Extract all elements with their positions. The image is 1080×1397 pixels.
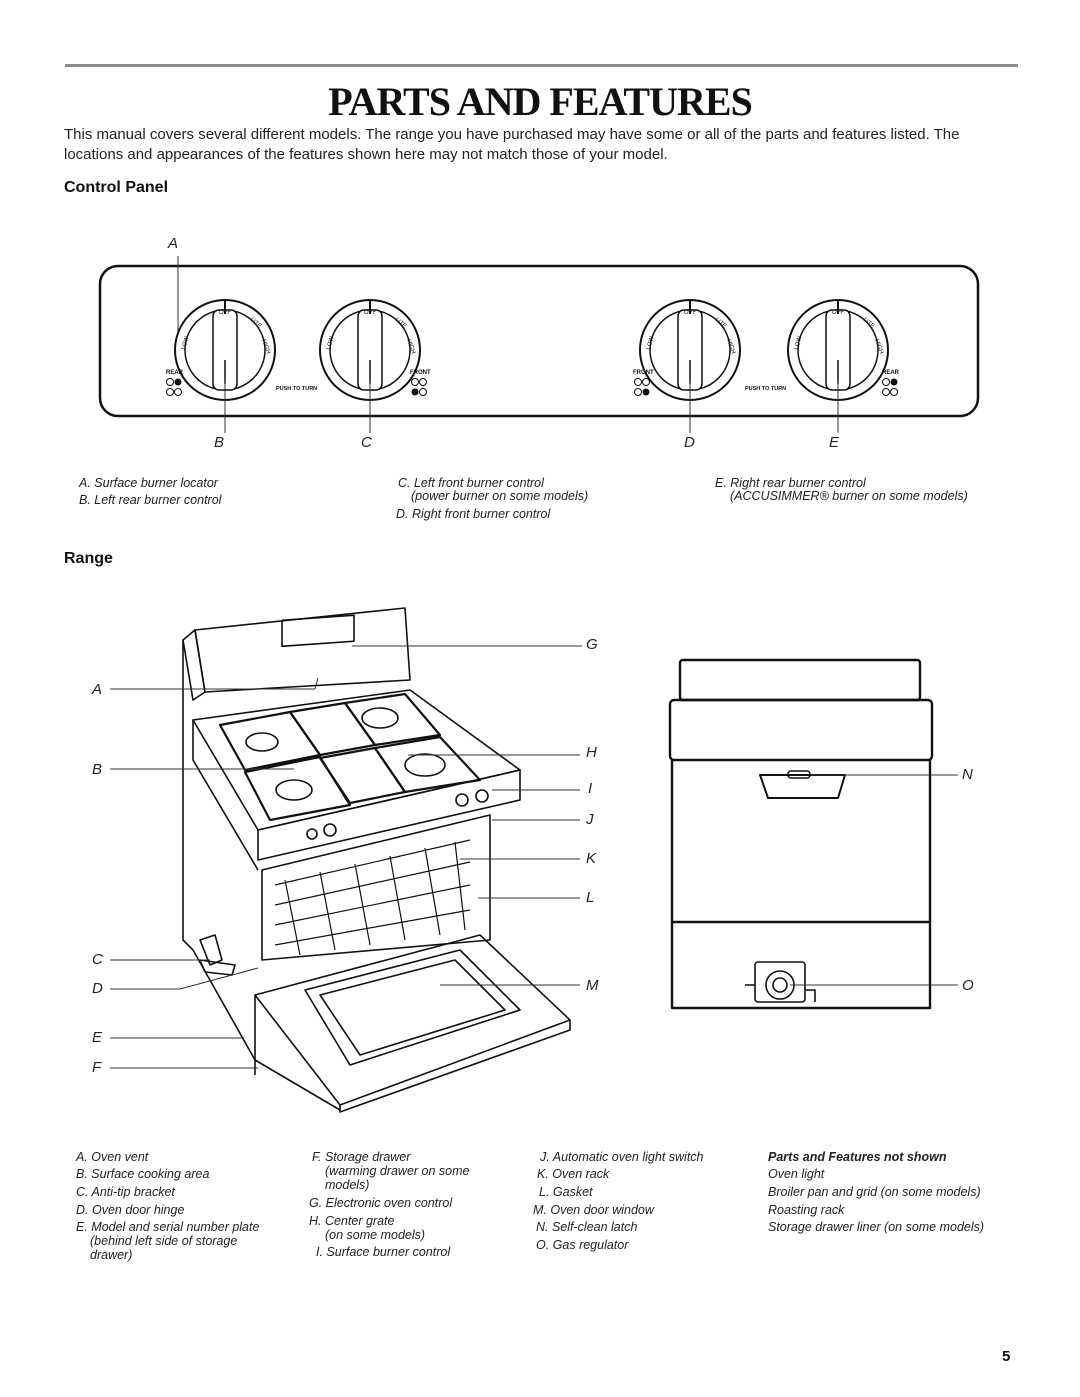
callout-range-i: I (588, 780, 593, 797)
svg-text:FRONT: FRONT (410, 370, 431, 376)
range-caption-c: C. Anti-tip bracket (76, 1185, 175, 1199)
not-shown-item: Oven light (768, 1167, 825, 1181)
cp-caption-b: B. Left rear burner control (79, 493, 222, 507)
range-caption-l: L. Gasket (539, 1185, 593, 1199)
range-front-elevation (668, 658, 934, 1010)
range-caption-g: G. Electronic oven control (309, 1196, 453, 1210)
range-caption-e: E. Model and serial number plate (76, 1220, 260, 1234)
callout-range-m: M (586, 977, 599, 994)
callout-cp-e: E (829, 434, 840, 451)
control-panel-heading: Control Panel (64, 179, 169, 196)
range-caption-k: K. Oven rack (537, 1167, 610, 1181)
svg-text:HIGH: HIGH (405, 339, 416, 355)
range-front-view (182, 607, 571, 1113)
callout-range-k: K (586, 850, 597, 867)
range-caption-h-note: (on some models) (325, 1228, 426, 1242)
range-caption-f: F. Storage drawer (312, 1150, 411, 1164)
knob-high-label: HIGH (260, 339, 271, 355)
range-caption-h: H. Center grate (309, 1214, 395, 1228)
cp-caption-e: E. Right rear burner control (715, 476, 866, 490)
svg-text:REAR: REAR (166, 370, 184, 376)
knob-right-rear (787, 299, 889, 401)
knob-low-label: LOW (181, 335, 190, 350)
callout-range-g: G (586, 636, 598, 653)
svg-text:HIGH: HIGH (725, 339, 736, 355)
svg-text:OFF: OFF (684, 310, 696, 316)
range-caption-a: A. Oven vent (76, 1150, 149, 1164)
burner-locator-right-front: FRONT (633, 370, 654, 396)
cp-caption-c-note: (power burner on some models) (411, 489, 589, 503)
callout-cp-a: A (168, 235, 179, 252)
range-caption-d: D. Oven door hinge (76, 1203, 185, 1217)
cp-caption-d: D. Right front burner control (396, 507, 551, 521)
burner-locator-right-rear: REAR (882, 370, 900, 396)
knob-off-label: OFF (219, 310, 231, 316)
control-panel-diagram: OFF LOW LITE HIGH OFF LOW LITE HIGH OFF … (98, 256, 980, 433)
range-caption-e-note2: drawer) (90, 1248, 133, 1262)
intro-paragraph: This manual covers several different mod… (64, 126, 960, 163)
svg-text:OFF: OFF (832, 310, 844, 316)
svg-text:HIGH: HIGH (873, 339, 884, 355)
svg-text:LOW: LOW (794, 335, 803, 350)
not-shown-heading: Parts and Features not shown (768, 1150, 947, 1164)
callout-range-n: N (962, 766, 973, 783)
callout-range-a: A (92, 681, 103, 698)
range-caption-b: B. Surface cooking area (76, 1167, 210, 1181)
cp-caption-c: C. Left front burner control (398, 476, 544, 490)
callout-range-f: F (92, 1059, 102, 1076)
callout-range-b: B (92, 761, 103, 778)
svg-text:LOW: LOW (646, 335, 655, 350)
burner-locator-left-front: FRONT (410, 370, 431, 396)
callout-range-j: J (586, 811, 594, 828)
svg-text:LOW: LOW (326, 335, 335, 350)
svg-text:FRONT: FRONT (633, 370, 654, 376)
push-to-turn-left: PUSH TO TURN (276, 386, 317, 392)
top-rule (65, 64, 1018, 67)
not-shown-item: Storage drawer liner (on some models) (768, 1220, 985, 1234)
svg-text:OFF: OFF (364, 310, 376, 316)
svg-text:REAR: REAR (882, 370, 900, 376)
range-caption-n: N. Self-clean latch (536, 1220, 638, 1234)
callout-cp-c: C (361, 434, 372, 451)
push-to-turn-right: PUSH TO TURN (745, 386, 786, 392)
page-number: 5 (1002, 1348, 1011, 1365)
callout-cp-b: B (214, 434, 225, 451)
burner-locator-left-rear: REAR (166, 370, 184, 396)
cp-caption-a: A. Surface burner locator (79, 476, 218, 490)
callout-range-d: D (92, 980, 103, 997)
not-shown-item: Roasting rack (768, 1203, 845, 1217)
knob-right-front (639, 299, 741, 401)
callout-range-o: O (962, 977, 974, 994)
range-caption-f-note2: models) (325, 1178, 370, 1192)
range-caption-j: J. Automatic oven light switch (540, 1150, 704, 1164)
callout-range-l: L (586, 889, 595, 906)
control-panel-outline (98, 264, 980, 418)
page-title: Parts and Features (328, 79, 753, 124)
range-caption-e-note1: (behind left side of storage (90, 1234, 238, 1248)
range-heading: Range (64, 550, 113, 567)
cp-caption-e-note: (ACCUSIMMER® burner on some models) (730, 489, 968, 503)
range-caption-o: O. Gas regulator (536, 1238, 629, 1252)
range-caption-m: M. Oven door window (533, 1203, 654, 1217)
range-diagram (110, 607, 958, 1113)
range-caption-f-note1: (warming drawer on some (325, 1164, 470, 1178)
callout-range-c: C (92, 951, 103, 968)
callout-range-e: E (92, 1029, 103, 1046)
callout-cp-d: D (684, 434, 695, 451)
not-shown-item: Broiler pan and grid (on some models) (768, 1185, 981, 1199)
callout-range-h: H (586, 744, 597, 761)
range-caption-i: I. Surface burner control (316, 1245, 451, 1259)
